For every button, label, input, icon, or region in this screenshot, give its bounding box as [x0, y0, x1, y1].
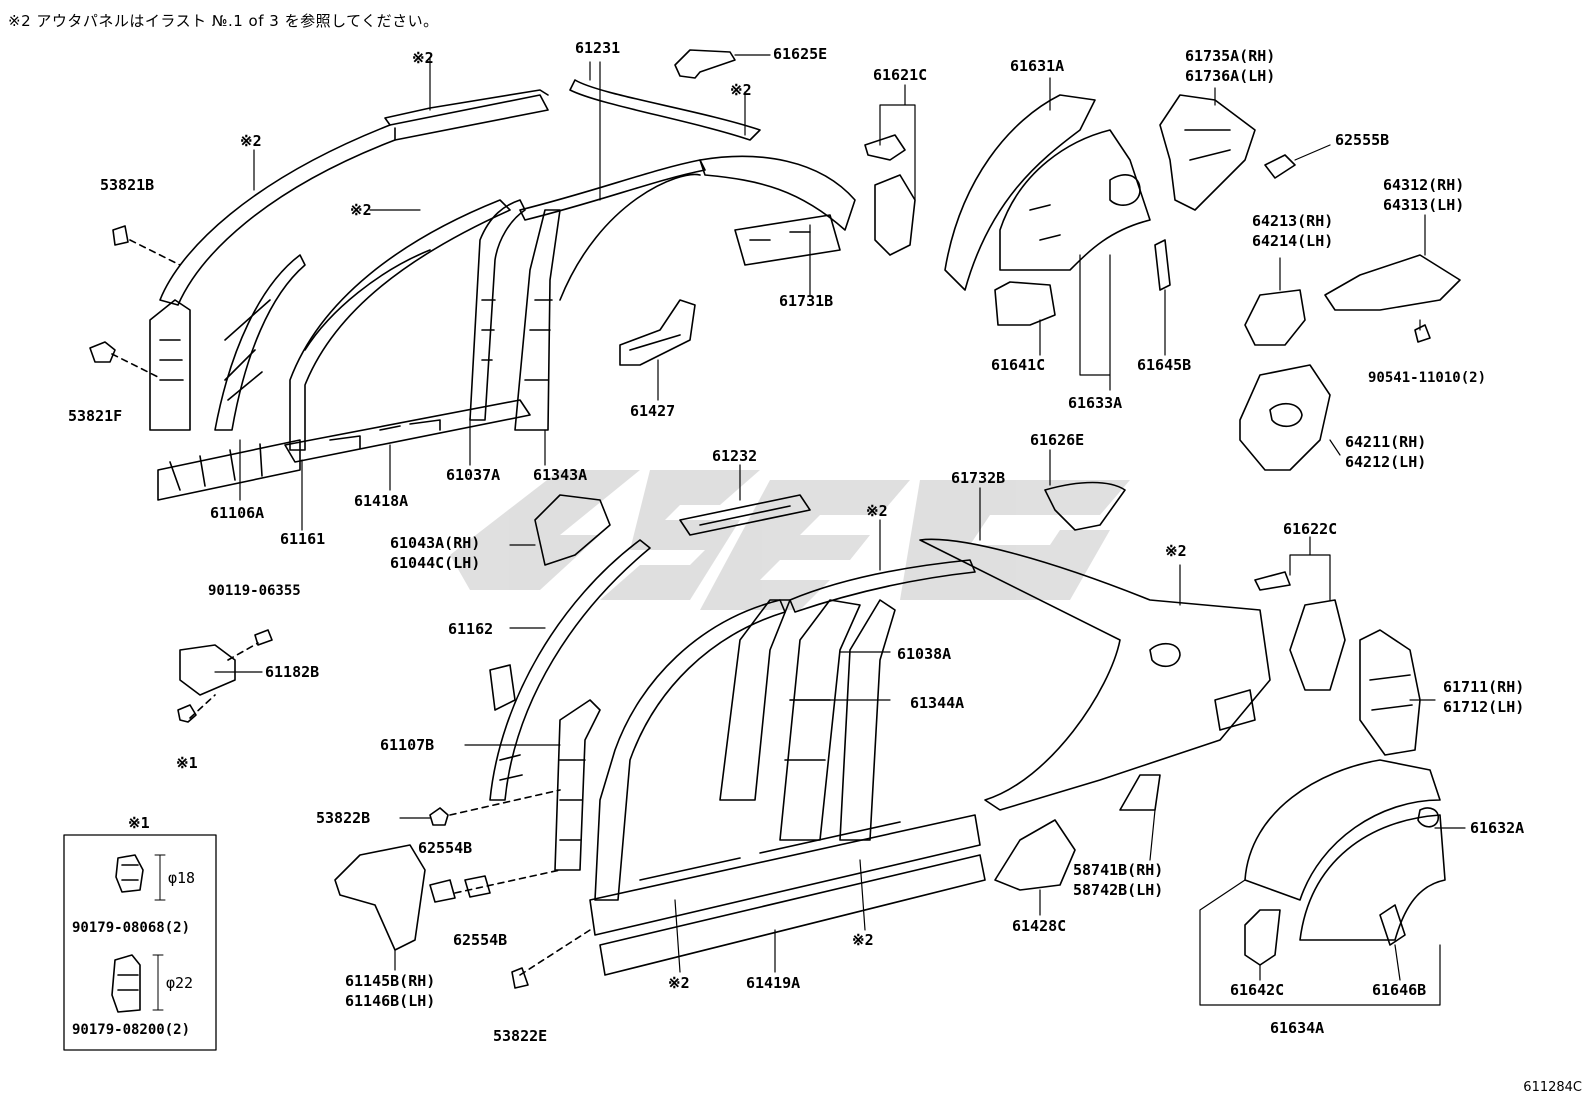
part-label-61625E[interactable]: 61625E [773, 45, 828, 63]
ref-mark-2: ※2 [350, 201, 372, 219]
part-label-61427[interactable]: 61427 [630, 402, 676, 420]
part-label-90119-06355[interactable]: 90119-06355 [208, 583, 301, 599]
part-label-62554B[interactable]: 62554B [418, 839, 473, 857]
part-label-58741B[interactable]: 58741B(RH) [1073, 861, 1164, 879]
part-label-61418A[interactable]: 61418A [354, 492, 409, 510]
part-label-61622C[interactable]: 61622C [1283, 520, 1338, 538]
part-label-61161[interactable]: 61161 [280, 530, 326, 548]
part-label-61646B[interactable]: 61646B [1372, 981, 1427, 999]
legend-box [63, 834, 217, 1051]
part-label-64312[interactable]: 64312(RH) [1383, 176, 1465, 194]
part-label-61428C[interactable]: 61428C [1012, 917, 1067, 935]
legend-title: ※1 [128, 814, 150, 832]
part-label-64313[interactable]: 64313(LH) [1383, 196, 1465, 214]
part-label-64214[interactable]: 64214(LH) [1252, 232, 1334, 250]
part-61625E-shape [674, 49, 736, 79]
part-label-58742B[interactable]: 58742B(LH) [1073, 881, 1164, 899]
part-label-64212[interactable]: 64212(LH) [1345, 453, 1427, 471]
part-label-61231[interactable]: 61231 [575, 39, 621, 57]
part-label-61106A[interactable]: 61106A [210, 504, 265, 522]
part-label-61037A[interactable]: 61037A [446, 466, 501, 484]
part-label-64213[interactable]: 64213(RH) [1252, 212, 1334, 230]
part-label-61711[interactable]: 61711(RH) [1443, 678, 1525, 696]
part-label-61344A[interactable]: 61344A [910, 694, 965, 712]
ref-mark-2: ※2 [668, 974, 690, 992]
part-label-61712[interactable]: 61712(LH) [1443, 698, 1525, 716]
part-label-61736A[interactable]: 61736A(LH) [1185, 67, 1276, 85]
part-label-61633A[interactable]: 61633A [1068, 394, 1123, 412]
part-64213-shape [1244, 289, 1306, 346]
legend-part-90179-08200[interactable]: 90179-08200(2) [72, 1022, 191, 1038]
upper-side-structure [89, 79, 856, 501]
lower-inner-structure [177, 481, 1446, 989]
part-label-61731B[interactable]: 61731B [779, 292, 834, 310]
ref-mark-2: ※2 [866, 502, 888, 520]
part-label-61145B[interactable]: 61145B(RH) [345, 972, 436, 990]
legend-part-90179-08068[interactable]: 90179-08068(2) [72, 920, 191, 936]
part-label-61043A[interactable]: 61043A(RH) [390, 534, 481, 552]
ref-mark-2: ※2 [240, 132, 262, 150]
part-label-61732B[interactable]: 61732B [951, 469, 1006, 487]
part-label-61419A[interactable]: 61419A [746, 974, 801, 992]
part-61621C-shape [864, 134, 916, 256]
part-label-61641C[interactable]: 61641C [991, 356, 1046, 374]
part-label-62555B[interactable]: 62555B [1335, 131, 1390, 149]
part-label-61146B[interactable]: 61146B(LH) [345, 992, 436, 1010]
ref-mark-2: ※2 [412, 49, 434, 67]
part-label-53821F[interactable]: 53821F [68, 407, 123, 425]
part-label-61107B[interactable]: 61107B [380, 736, 435, 754]
part-label-53822B[interactable]: 53822B [316, 809, 371, 827]
part-label-61044C[interactable]: 61044C(LH) [390, 554, 481, 572]
part-62555B-shape [1264, 154, 1296, 179]
part-label-53822E[interactable]: 53822E [493, 1027, 548, 1045]
part-label-61621C[interactable]: 61621C [873, 66, 928, 84]
figure-id: 611284C [1523, 1080, 1582, 1095]
part-label-62554B[interactable]: 62554B [453, 931, 508, 949]
part-label-61626E[interactable]: 61626E [1030, 431, 1085, 449]
part-label-61634A[interactable]: 61634A [1270, 1019, 1325, 1037]
ref-mark-1: ※1 [176, 754, 198, 772]
part-label-90541-11010[interactable]: 90541-11010(2) [1368, 370, 1487, 386]
legend-dimension-18: φ18 [168, 869, 196, 887]
part-label-61232[interactable]: 61232 [712, 447, 758, 465]
part-64312-shape [1324, 254, 1461, 311]
part-label-61182B[interactable]: 61182B [265, 663, 320, 681]
part-label-61735A[interactable]: 61735A(RH) [1185, 47, 1276, 65]
watermark-logo [450, 470, 1130, 610]
part-90541-shape [1414, 324, 1431, 343]
reference-note: ※2 アウタパネルはイラスト №.1 of 3 を参照してください。 [8, 12, 439, 30]
part-label-61642C[interactable]: 61642C [1230, 981, 1285, 999]
part-61735A-shape [1159, 94, 1256, 211]
part-64211-shape [1239, 364, 1331, 471]
part-label-61631A[interactable]: 61631A [1010, 57, 1065, 75]
part-label-61343A[interactable]: 61343A [533, 466, 588, 484]
ref-mark-2: ※2 [730, 81, 752, 99]
part-label-61162[interactable]: 61162 [448, 620, 494, 638]
part-label-61645B[interactable]: 61645B [1137, 356, 1192, 374]
part-61631A-shape [944, 94, 1151, 291]
ref-mark-2: ※2 [852, 931, 874, 949]
part-label-53821B[interactable]: 53821B [100, 176, 155, 194]
part-61641C-shape [994, 281, 1056, 326]
ref-mark-2: ※2 [1165, 542, 1187, 560]
part-61645B-shape [1154, 239, 1171, 291]
part-label-64211[interactable]: 64211(RH) [1345, 433, 1427, 451]
part-label-61038A[interactable]: 61038A [897, 645, 952, 663]
legend-dimension-22: φ22 [166, 974, 194, 992]
part-label-61632A[interactable]: 61632A [1470, 819, 1525, 837]
leader-lines [214, 54, 1466, 1006]
